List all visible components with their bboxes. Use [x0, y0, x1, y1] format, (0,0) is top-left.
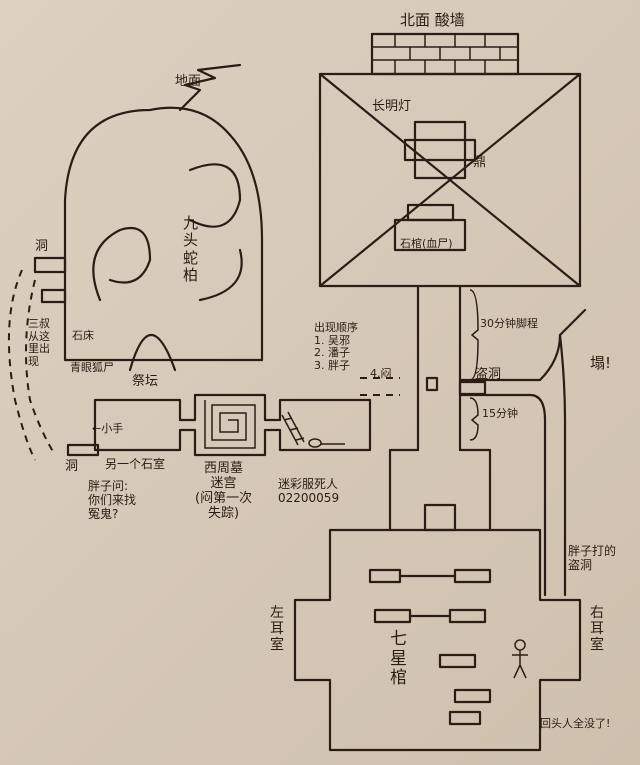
fatty-hole-label: 胖子打的盗洞: [568, 544, 617, 572]
robber-tunnel: [458, 289, 587, 597]
seven-star-chamber: [293, 528, 582, 752]
corridor: [388, 284, 492, 532]
tree-label: 九头蛇柏: [183, 214, 199, 284]
stone-bed-label: 石床: [72, 329, 94, 342]
lamp-label: 长明灯: [372, 99, 412, 114]
side-holes: [7, 256, 67, 461]
third-uncle-note: 三叔从这里出现: [28, 317, 50, 368]
main-chamber: [318, 72, 582, 288]
walk-30-label: 30分钟脚程: [480, 317, 538, 330]
fatty-asks-note: 胖子问:你们来找冤鬼?: [88, 479, 137, 521]
north-wall-label: 北面 酸墙: [400, 11, 465, 29]
lower-passage: [66, 377, 400, 457]
ding-label: 鼎: [473, 155, 487, 170]
hole-bottom-label: 洞: [65, 459, 79, 474]
collapse-label: 塌!: [590, 354, 612, 372]
right-ear-label: 右耳室: [590, 605, 604, 654]
all-gone-label: 回头人全没了!: [540, 717, 611, 730]
small-hand-label: ←小手: [92, 422, 124, 435]
altar-label: 祭坛: [132, 374, 159, 389]
other-room-label: 另一个石室: [105, 457, 166, 471]
order-4: 4.闷: [370, 367, 392, 380]
person-figure: [512, 639, 528, 679]
walk-15-label: 15分钟: [482, 407, 518, 420]
fox-corpse-label: 青眼狐尸: [70, 361, 114, 374]
hole-top-label: 洞: [35, 239, 49, 254]
robber-hole-label: 盗洞: [475, 367, 502, 382]
ground-label: 地面: [175, 74, 202, 89]
maze-label: 西周墓迷宫(闷第一次失踪): [195, 461, 253, 521]
coffin-label: 石棺(血尸): [400, 237, 453, 250]
tree-chamber: [63, 63, 264, 372]
left-ear-label: 左耳室: [270, 605, 284, 654]
seven-star-label: 七星棺: [390, 629, 407, 689]
